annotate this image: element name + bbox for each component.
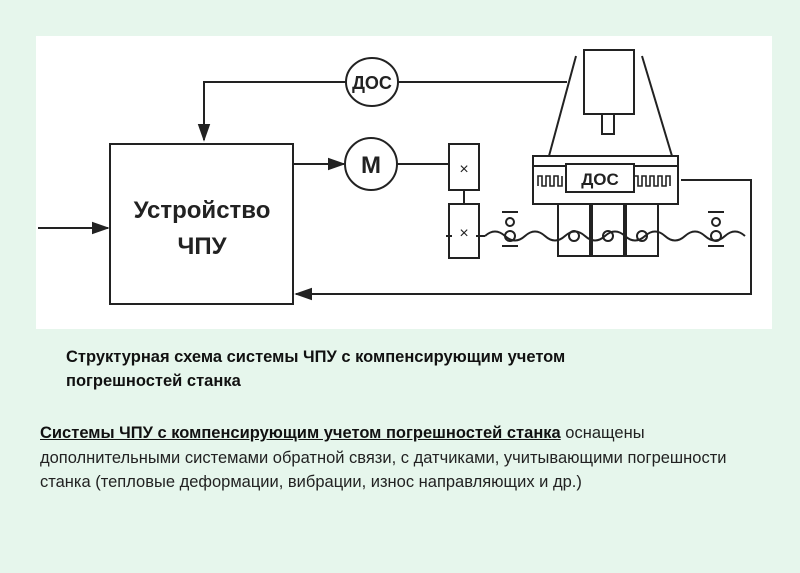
spindle-tool bbox=[601, 113, 615, 135]
description-lead: Системы ЧПУ с компенсирующим учетом погр… bbox=[40, 424, 561, 442]
cnc-device-label-line1: Устройство bbox=[134, 197, 271, 224]
cnc-device-label-line2: ЧПУ bbox=[177, 233, 227, 260]
description-paragraph: Системы ЧПУ с компенсирующим учетом погр… bbox=[40, 421, 780, 495]
gear-mark-lower: × bbox=[459, 225, 468, 242]
figure-caption: Структурная схема системы ЧПУ с компенси… bbox=[66, 345, 766, 393]
top-feedback-sensor-circle bbox=[345, 57, 399, 107]
spindle-housing bbox=[583, 49, 635, 115]
cnc-device-box bbox=[109, 143, 294, 305]
description-rest: оснащены дополнительными системами обрат… bbox=[40, 424, 727, 491]
gear-mark-upper: × bbox=[459, 161, 468, 178]
table-feedback-sensor-box bbox=[565, 163, 635, 193]
bottom-feedback-line bbox=[294, 179, 752, 301]
top-feedback-line bbox=[197, 81, 346, 142]
caption-line-1: Структурная схема системы ЧПУ с компенси… bbox=[66, 348, 566, 366]
caption-line-2: погрешностей станка bbox=[66, 372, 241, 390]
diagram-panel: × × Устройство ЧПУ ДОС М ДОС bbox=[36, 36, 772, 329]
motor-label: М bbox=[361, 152, 381, 179]
table-feedback-sensor-label: ДОС bbox=[581, 170, 619, 189]
top-feedback-sensor-label: ДОС bbox=[352, 73, 392, 93]
cnc-structure-diagram: × × Устройство ЧПУ ДОС М ДОС bbox=[38, 49, 752, 305]
